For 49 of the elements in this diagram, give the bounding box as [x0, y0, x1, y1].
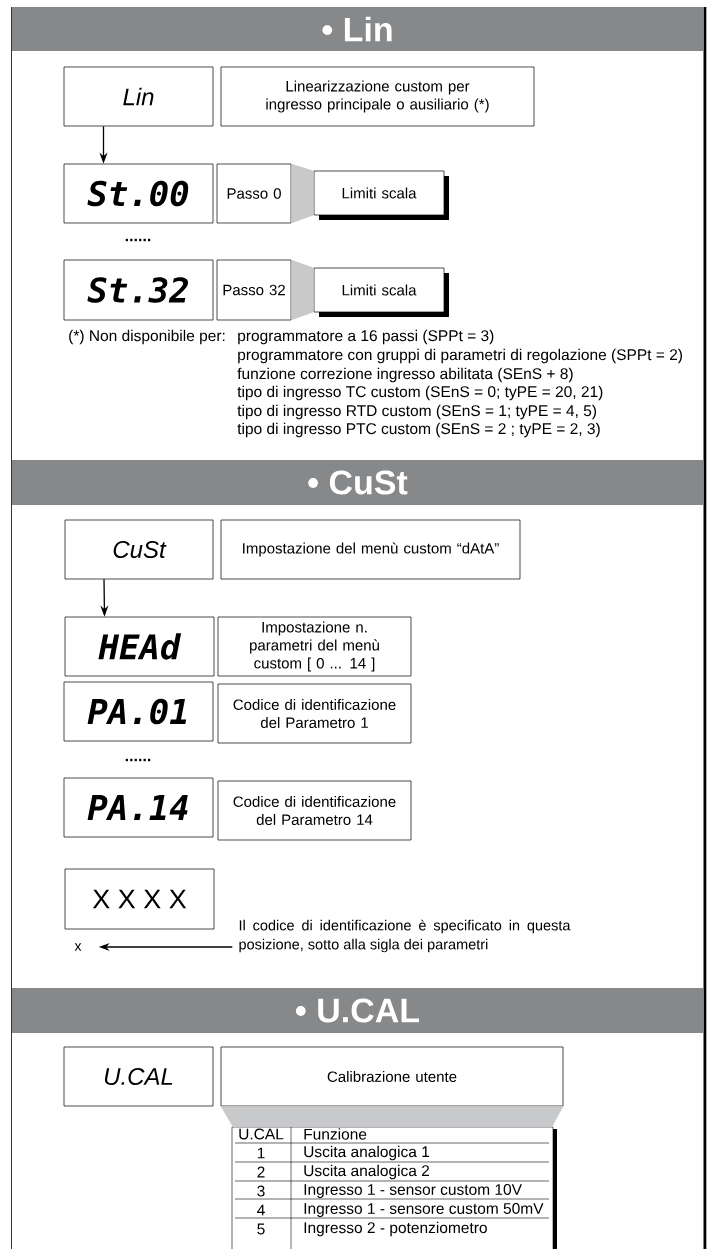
marker-text: x [74, 943, 82, 951]
step-box: Limiti scala [313, 267, 449, 317]
connector-funnel [291, 163, 314, 224]
table-cell: 2 [257, 1166, 265, 1178]
step-box: Limiti scala [313, 170, 449, 220]
table-header: U.CAL [239, 1128, 284, 1140]
section-header: • Lin [12, 7, 703, 51]
table-cell: Ingresso 1 - sensor custom 10V [304, 1184, 522, 1199]
description-box: Codice di identificazione del Parametro 1 [217, 683, 412, 744]
display-box: St.32 [63, 259, 214, 321]
description-box: Passo 32 [216, 259, 292, 321]
footnote-text: programmatore a 16 passi (SPPt = 3) [238, 329, 494, 345]
table-cell: Uscita analogica 1 [304, 1145, 430, 1161]
section-header: • CuSt [12, 460, 703, 505]
table-cell: 5 [257, 1223, 265, 1235]
menu-box: Lin [63, 66, 214, 127]
description-box: Calibrazione utente [220, 1046, 564, 1107]
connector-funnel [220, 1106, 564, 1127]
connector-funnel [291, 259, 314, 321]
display-box: PA.01 [63, 681, 214, 742]
description-box: Linearizzazione custom per ingresso principale o ausiliario (*) [220, 66, 535, 127]
display-box: HEAd [64, 616, 215, 677]
table-header: Funzione [304, 1128, 367, 1140]
footnote-text: tipo di ingresso PTC custom (SEnS = 2 ; tyPE = 2, 3) [237, 422, 600, 438]
note-text: Il codice di identificazione è specificato in questa posizione, sotto alla sigla dei parametri [239, 919, 571, 953]
footnote-text: tipo di ingresso RTD custom (SEnS = 1; tyPE = 4, 5) [237, 404, 597, 420]
table-cell: Ingresso 2 - potenziometro [304, 1221, 487, 1237]
footnote-text: tipo di ingresso TC custom (SEnS = 0; tyPE = 20, 21) [237, 385, 603, 401]
ellipsis: ...... [125, 238, 151, 242]
description-box: Passo 0 [216, 163, 292, 224]
description-box: Impostazione n. parametri del menù custom [ 0 ... 14 ] [217, 616, 412, 677]
footnote-text: (*) Non disponibile per: [69, 329, 225, 345]
display-box: St.00 [63, 163, 214, 224]
section-header: • U.CAL [12, 988, 703, 1033]
table-cell: 4 [257, 1204, 265, 1216]
table-cell: Ingresso 1 - sensore custom 50mV [304, 1203, 544, 1218]
code-box: X X X X [64, 868, 215, 930]
description-box: Codice di identificazione del Parametro 14 [217, 780, 412, 841]
menu-box: U.CAL [63, 1046, 214, 1107]
ellipsis: ...... [125, 758, 151, 762]
menu-box: CuSt [64, 519, 214, 580]
table-cell: Uscita analogica 2 [304, 1164, 430, 1180]
table-cell: 3 [257, 1185, 265, 1197]
footnote-text: funzione correzione ingresso abilitata (SEnS + 8) [237, 367, 573, 383]
table-frame [231, 1124, 557, 1249]
footnote-text: programmatore con gruppi di parametri di regolazione (SPPt = 2) [238, 348, 682, 364]
table-cell: 1 [257, 1147, 265, 1159]
display-box: PA.14 [63, 777, 214, 838]
description-box: Impostazione del menù custom “dAtA” [220, 519, 521, 580]
